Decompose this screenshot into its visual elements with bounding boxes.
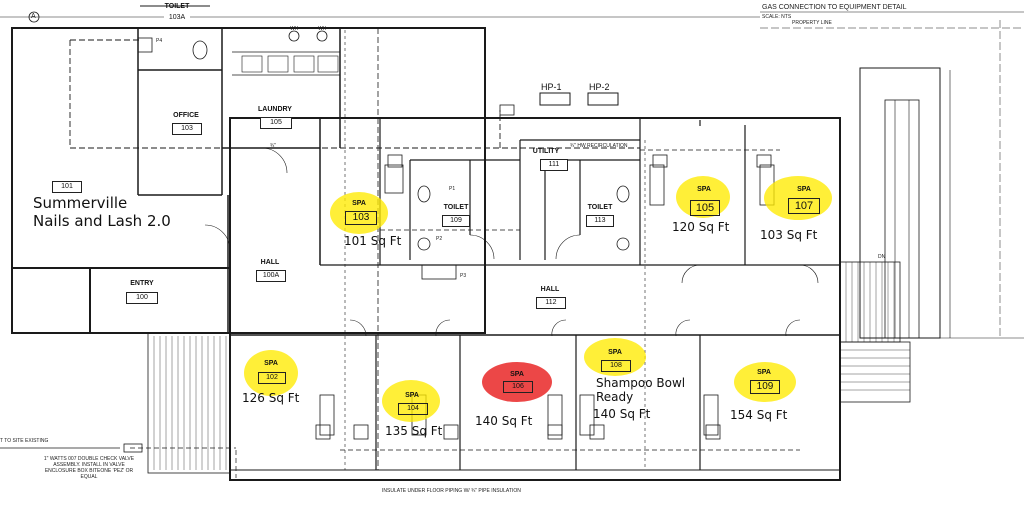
- room-number-spa-108: 108: [601, 360, 631, 372]
- gas-connection-note: GAS CONNECTION TO EQUIPMENT DETAIL: [762, 4, 907, 11]
- fixture-p3: P3: [460, 273, 467, 279]
- room-number-office: 103: [172, 123, 202, 135]
- fixture-p2: P2: [436, 236, 443, 242]
- room-name-spa-103: SPA: [352, 200, 366, 207]
- room-name-entry: ENTRY: [130, 280, 154, 287]
- highlight-spa-105: [676, 176, 730, 218]
- room-name-hall-112: HALL: [540, 286, 560, 293]
- room-name-spa-109: SPA: [757, 369, 771, 376]
- room-number-spa-102: 102: [258, 372, 286, 384]
- highlight-spa-108: [584, 338, 646, 376]
- highlight-spa-102: [244, 350, 298, 396]
- room-number-hall-112: 112: [536, 297, 566, 309]
- room-number-main: 101: [52, 181, 82, 193]
- room-number-hall-100a: 100A: [256, 270, 286, 282]
- connect-note: T TO SITE EXISTING: [0, 438, 49, 444]
- room-number-entry: 100: [126, 292, 158, 304]
- room-number-spa-104: 104: [398, 403, 428, 415]
- room-name-toilet-109: TOILET: [443, 204, 469, 211]
- scale-note: SCALE: NTS: [762, 14, 792, 20]
- insulate-note: INSULATE UNDER FLOOR PIPING W/ ¾" PIPE I…: [382, 488, 521, 494]
- room-name-office: OFFICE: [173, 112, 199, 119]
- room-number-spa-105: 105: [690, 200, 720, 216]
- shampoo-note-line2: Ready: [596, 390, 634, 404]
- highlight-spa-106: [482, 362, 552, 402]
- room-name-utility: UTILITY: [532, 148, 560, 155]
- hw-recirc-note: ¾" HW RECIRCULATION: [570, 143, 628, 149]
- business-name-line2: Nails and Lash 2.0: [33, 212, 171, 230]
- area-spa-108: 140 Sq Ft: [593, 407, 651, 421]
- highlight-spa-109: [734, 362, 796, 402]
- room-number-toilet-109: 109: [442, 215, 470, 227]
- hp2-label: HP-2: [589, 82, 610, 92]
- room-name-spa-108: SPA: [608, 349, 622, 356]
- area-spa-103: 101 Sq Ft: [344, 234, 402, 248]
- room-name-spa-107: SPA: [797, 186, 811, 193]
- area-spa-105: 120 Sq Ft: [672, 220, 730, 234]
- shampoo-note-line1: Shampoo Bowl: [596, 376, 686, 390]
- area-spa-107: 103 Sq Ft: [760, 228, 818, 242]
- room-number-103a: 103A: [164, 13, 190, 23]
- pipe-size-label: ¾": [270, 143, 276, 149]
- room-name-laundry: LAUNDRY: [258, 106, 292, 113]
- fixture-p1: P1: [449, 186, 456, 192]
- dn-label: DN: [878, 254, 886, 260]
- property-line-label: PROPERTY LINE: [792, 20, 832, 26]
- room-name-spa-104: SPA: [405, 392, 419, 399]
- room-number-spa-109: 109: [750, 380, 780, 394]
- area-spa-104: 135 Sq Ft: [385, 424, 443, 438]
- grid-marker: A: [31, 13, 36, 20]
- highlight-spa-104: [382, 380, 440, 422]
- room-number-spa-107: 107: [788, 198, 820, 214]
- area-spa-109: 154 Sq Ft: [730, 408, 788, 422]
- room-number-spa-106: 106: [503, 381, 533, 393]
- business-name-line1: Summerville: [33, 194, 128, 212]
- room-name-spa-102: SPA: [264, 360, 278, 367]
- fixture-wh-2: WH: [318, 26, 327, 32]
- room-name-toilet-113: TOILET: [587, 204, 613, 211]
- room-name-hall-100a: HALL: [260, 259, 280, 266]
- room-number-toilet-113: 113: [586, 215, 614, 227]
- area-spa-106: 140 Sq Ft: [475, 414, 533, 428]
- room-number-utility: 111: [540, 159, 568, 171]
- area-spa-102: 126 Sq Ft: [242, 391, 300, 405]
- hp1-label: HP-1: [541, 82, 562, 92]
- valve-note: 1" WATTS 007 DOUBLE CHECK VALVE ASSEMBLY…: [43, 456, 135, 480]
- room-number-laundry: 105: [260, 117, 292, 129]
- room-name-toilet-103a: TOILET: [164, 3, 190, 10]
- highlight-spa-103: [330, 192, 388, 234]
- fixture-wh-1: WH: [290, 26, 299, 32]
- fixture-p4: P4: [156, 38, 163, 44]
- room-name-spa-106: SPA: [510, 371, 524, 378]
- room-number-spa-103: 103: [345, 211, 377, 225]
- room-name-spa-105: SPA: [697, 186, 711, 193]
